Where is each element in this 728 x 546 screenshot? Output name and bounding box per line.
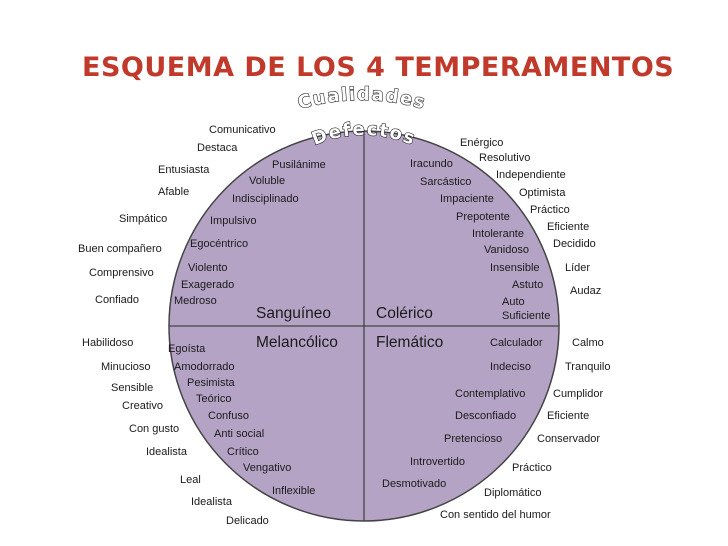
- word-colerico-defecto: Prepotente: [456, 211, 510, 223]
- word-melancolico-defecto: Anti social: [214, 428, 264, 440]
- word-melancolico-defecto: Confuso: [208, 410, 249, 422]
- word-melancolico-defecto: Egoísta: [168, 343, 206, 355]
- word-sanguineo-cualidad: Simpático: [119, 213, 167, 225]
- quadrant-label-sanguineo: Sanguíneo: [256, 305, 331, 322]
- word-sanguineo-cualidad: Destaca: [197, 142, 238, 154]
- word-sanguineo-cualidad: Entusiasta: [158, 164, 210, 176]
- word-flematico-cualidad: Diplomático: [484, 487, 541, 499]
- word-colerico-defecto: Vanidoso: [484, 244, 529, 256]
- word-melancolico-defecto: Inflexible: [272, 485, 315, 497]
- word-flematico-cualidad: Calmo: [572, 337, 604, 349]
- word-sanguineo-cualidad: Buen compañero: [78, 243, 162, 255]
- word-melancolico-cualidad: Minucioso: [101, 361, 151, 373]
- word-flematico-cualidad: Conservador: [537, 433, 600, 445]
- word-colerico-defecto: Sarcástico: [420, 176, 471, 188]
- word-sanguineo-defecto: Exagerado: [181, 279, 234, 291]
- word-flematico-defecto: Pretencioso: [444, 433, 502, 445]
- word-melancolico-cualidad: Delicado: [226, 515, 269, 527]
- word-colerico-cualidad: Práctico: [530, 204, 570, 216]
- word-colerico-cualidad: Optimista: [519, 187, 566, 199]
- word-colerico-cualidad: Resolutivo: [479, 152, 530, 164]
- word-colerico-cualidad: Independiente: [496, 169, 566, 181]
- word-colerico-defecto: Astuto: [512, 279, 543, 291]
- word-flematico-defecto: Calculador: [490, 337, 543, 349]
- page-title: ESQUEMA DE LOS 4 TEMPERAMENTOS: [82, 52, 675, 83]
- word-colerico-defecto: Impaciente: [440, 193, 494, 205]
- word-flematico-cualidad: Con sentido del humor: [440, 509, 551, 521]
- word-melancolico-cualidad: Idealista: [191, 496, 233, 508]
- word-sanguineo-defecto: Violento: [188, 262, 228, 274]
- word-colerico-defecto: Iracundo: [410, 158, 453, 170]
- word-flematico-defecto: Indeciso: [490, 361, 531, 373]
- quadrant-label-melancolico: Melancólico: [256, 334, 338, 351]
- word-melancolico-cualidad: Habilidoso: [82, 337, 133, 349]
- word-melancolico-defecto: Amodorrado: [174, 361, 235, 373]
- word-sanguineo-defecto: Voluble: [249, 175, 285, 187]
- word-melancolico-cualidad: Con gusto: [129, 423, 179, 435]
- word-flematico-cualidad: Eficiente: [547, 410, 589, 422]
- quadrant-label-colerico: Colérico: [376, 305, 433, 322]
- word-flematico-defecto: Introvertido: [410, 456, 465, 468]
- quadrant-label-flematico: Flemático: [376, 334, 443, 351]
- word-flematico-defecto: Contemplativo: [455, 388, 525, 400]
- word-melancolico-cualidad: Creativo: [122, 400, 163, 412]
- arc-label-cualidades: Cualidades: [296, 84, 429, 114]
- word-sanguineo-cualidad: Comunicativo: [209, 124, 276, 136]
- word-sanguineo-defecto: Egocéntrico: [190, 238, 248, 250]
- word-colerico-cualidad: Líder: [565, 262, 590, 274]
- word-flematico-defecto: Desconfiado: [455, 410, 516, 422]
- word-flematico-cualidad: Tranquilo: [565, 361, 610, 373]
- word-sanguineo-cualidad: Confiado: [95, 294, 139, 306]
- word-colerico-cualidad: Decidido: [553, 238, 596, 250]
- word-flematico-cualidad: Práctico: [512, 462, 552, 474]
- word-flematico-defecto: Desmotivado: [382, 478, 446, 490]
- word-colerico-cualidad: Audaz: [570, 285, 601, 297]
- word-melancolico-defecto: Vengativo: [243, 462, 291, 474]
- word-melancolico-defecto: Pesimista: [187, 377, 236, 389]
- word-colerico-defecto: Intolerante: [472, 228, 524, 240]
- word-colerico-cualidad: Enérgico: [460, 137, 503, 149]
- word-sanguineo-defecto: Impulsivo: [210, 215, 256, 227]
- word-sanguineo-defecto: Indisciplinado: [232, 193, 299, 205]
- word-colerico-cualidad: Eficiente: [547, 221, 589, 233]
- word-flematico-cualidad: Cumplidor: [553, 388, 603, 400]
- word-melancolico-cualidad: Leal: [180, 474, 201, 486]
- word-sanguineo-cualidad: Afable: [158, 186, 189, 198]
- word-colerico-defecto: Auto: [502, 296, 525, 308]
- word-sanguineo-defecto: Pusilánime: [272, 159, 326, 171]
- word-melancolico-cualidad: Idealista: [146, 446, 188, 458]
- word-colerico-defecto: Suficiente: [502, 310, 550, 322]
- word-melancolico-defecto: Teórico: [196, 393, 231, 405]
- word-sanguineo-cualidad: Comprensivo: [89, 267, 154, 279]
- word-colerico-defecto: Insensible: [490, 262, 540, 274]
- word-melancolico-defecto: Crítico: [227, 446, 259, 458]
- word-melancolico-cualidad: Sensible: [111, 382, 153, 394]
- word-sanguineo-defecto: Medroso: [174, 295, 217, 307]
